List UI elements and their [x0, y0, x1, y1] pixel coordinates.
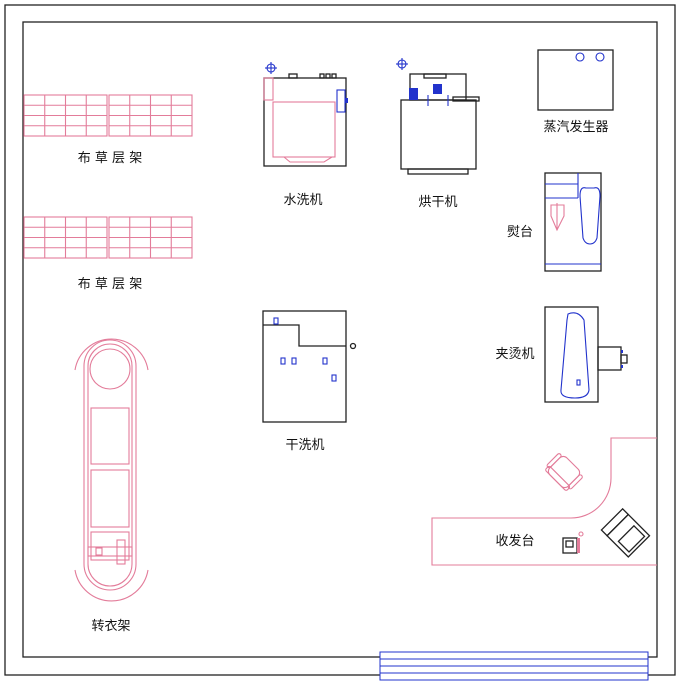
clamp-press-label: 夹烫机 [495, 347, 534, 362]
dryer[interactable] [396, 58, 480, 175]
linen-shelf-bottom[interactable] [23, 216, 193, 259]
dryer-label: 烘干机 [418, 195, 457, 210]
reception-counter-label: 收发台 [495, 533, 534, 549]
linen-shelf-top[interactable] [23, 94, 193, 137]
washing-machine-label: 水洗机 [283, 193, 322, 208]
phone-icon [562, 531, 584, 554]
entrance-door[interactable] [379, 651, 649, 681]
garment-carousel[interactable] [74, 338, 149, 602]
dry-cleaning-machine-label: 干洗机 [285, 438, 324, 453]
garment-carousel-label: 转衣架 [91, 618, 130, 634]
computer-icon [600, 507, 651, 558]
dry-cleaning-machine[interactable] [262, 310, 357, 423]
linen-shelf-bottom-label: 布 草 层 架 [78, 277, 142, 292]
clamp-press[interactable] [544, 306, 628, 403]
chair-icon [545, 453, 583, 491]
steam-generator-label: 蒸汽发生器 [543, 119, 608, 135]
washing-machine[interactable] [263, 62, 348, 167]
steam-generator[interactable] [537, 49, 614, 111]
ironing-table[interactable] [544, 172, 602, 272]
ironing-table-label: 熨台 [507, 225, 533, 240]
linen-shelf-top-label: 布 草 层 架 [78, 151, 142, 166]
walls [4, 4, 676, 676]
reception-counter[interactable] [431, 437, 657, 566]
